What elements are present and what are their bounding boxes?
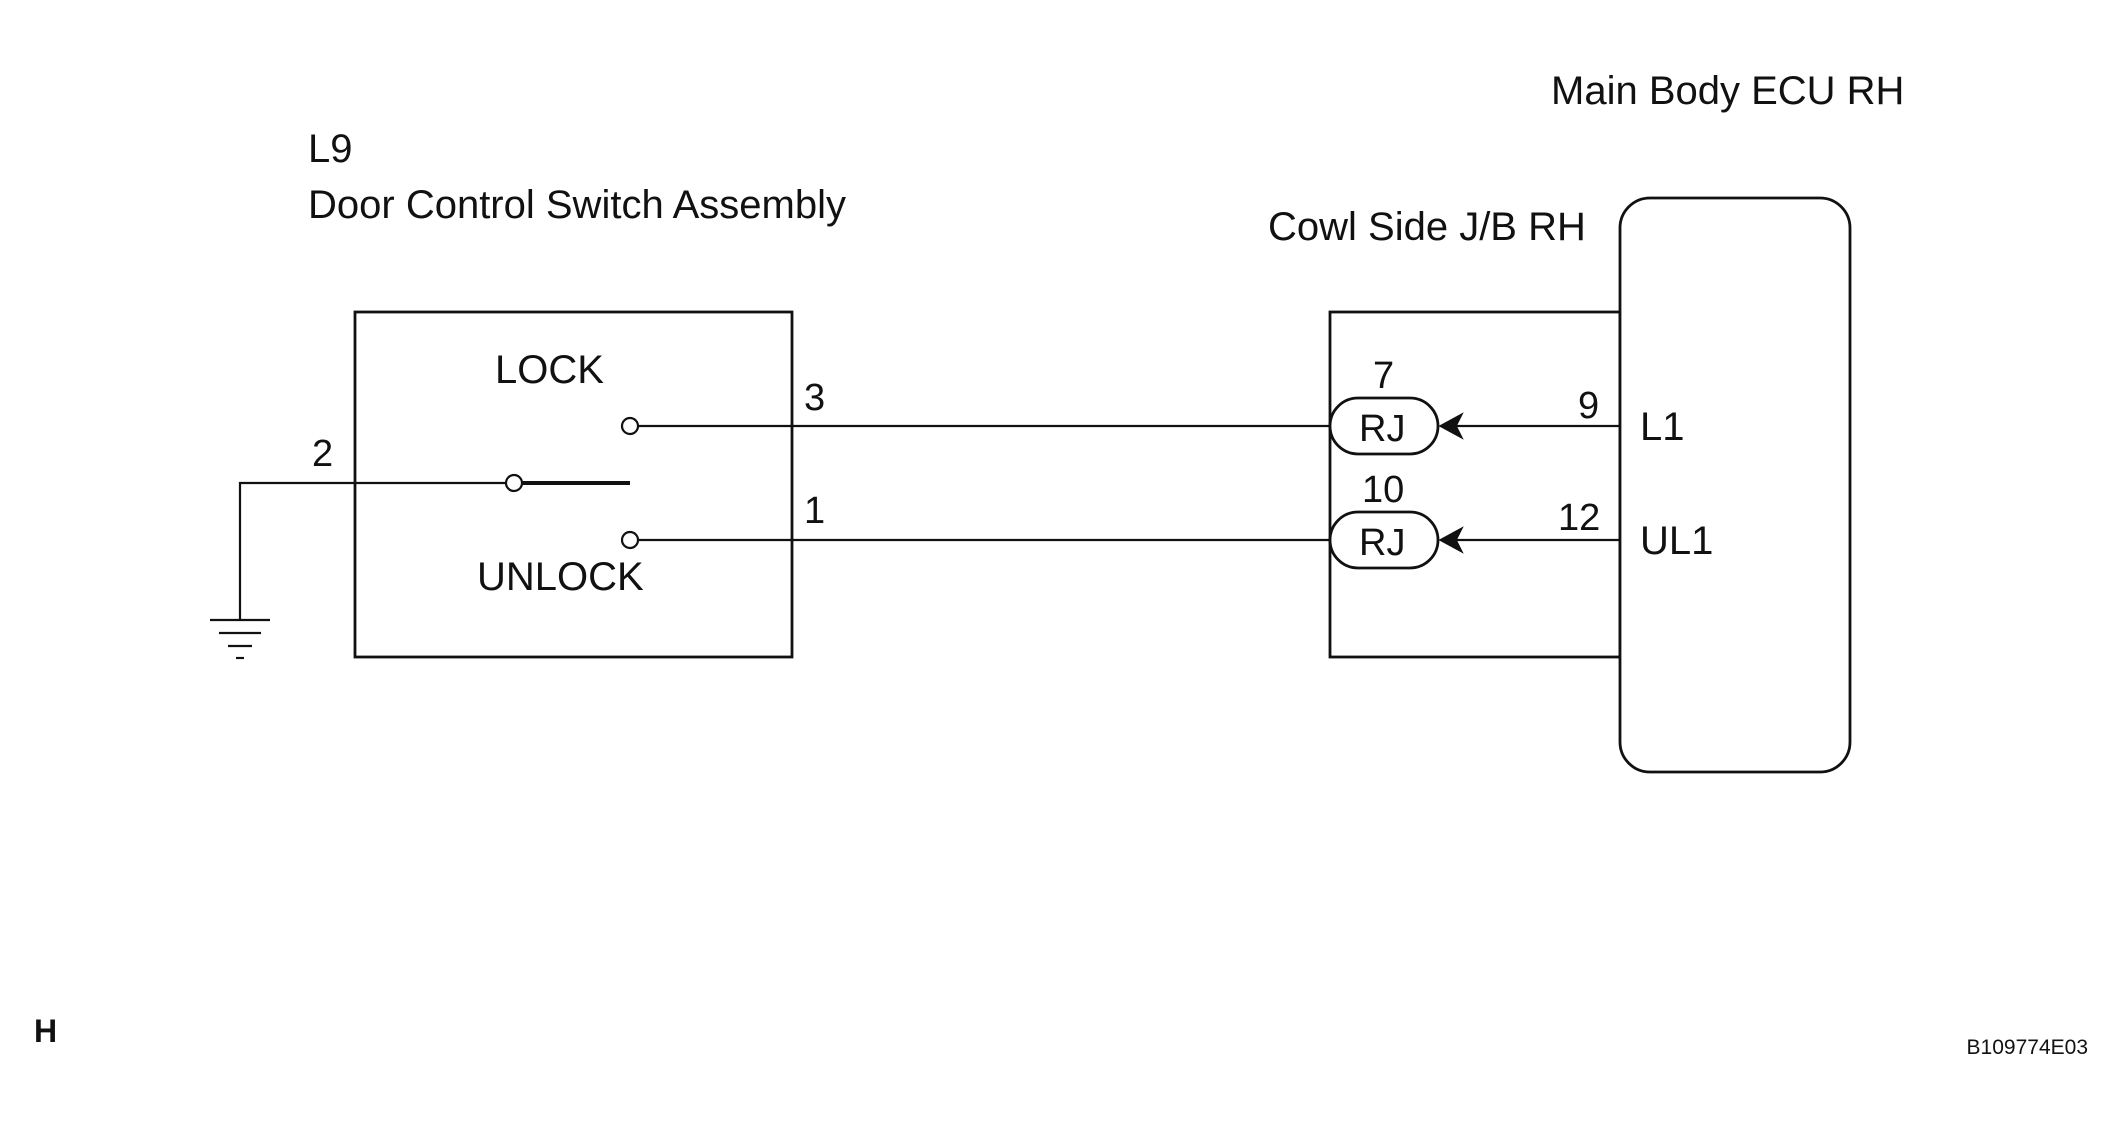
ecu-terminal-l1: L1 [1640,405,1685,449]
connector-1-label: RJ [1359,408,1405,450]
junction-block-box [1328,310,1622,659]
pin-unlock: 1 [804,490,825,532]
lock-label: LOCK [495,348,604,392]
connector-1-in-pin: 7 [1373,355,1394,397]
page-mark: H [34,1013,57,1049]
ecu-box [1618,196,1852,774]
pin-ground: 2 [312,433,333,475]
jb-connector-1: RJ 7 9 [1328,355,1620,456]
connector-1-out-pin: 9 [1578,385,1599,427]
unlock-label: UNLOCK [477,555,644,599]
switch-code: L9 [308,127,353,171]
unlock-terminal [620,530,640,550]
junction-block-title: Cowl Side J/B RH [1268,205,1586,249]
ecu-terminal-ul1: UL1 [1640,519,1713,563]
ground-symbol [210,618,270,660]
switch-title: Door Control Switch Assembly [308,183,846,227]
lock-terminal [620,416,640,436]
ecu-title: Main Body ECU RH [1551,69,1904,113]
jb-connector-2: RJ 10 12 [1328,469,1620,570]
common-terminal [504,473,524,493]
connector-2-out-pin: 12 [1558,497,1600,539]
pin-lock: 3 [804,377,825,419]
connector-2-label: RJ [1359,522,1405,564]
connector-2-in-pin: 10 [1362,469,1404,511]
figure-id: B109774E03 [1967,1036,2088,1059]
ground-wire [238,481,506,620]
